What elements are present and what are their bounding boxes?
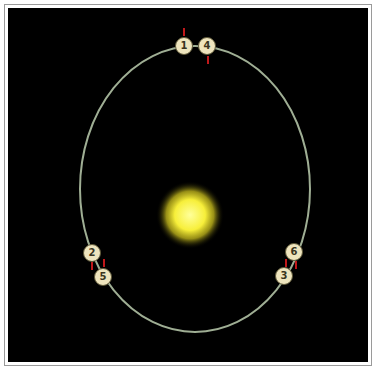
planet-marker: 4 bbox=[198, 37, 216, 55]
position-number: 2 bbox=[89, 248, 96, 258]
tick bbox=[285, 259, 287, 267]
planet-marker: 2 bbox=[83, 244, 101, 262]
position-number: 5 bbox=[100, 272, 107, 282]
planet-marker: 6 bbox=[285, 243, 303, 261]
position-number: 3 bbox=[281, 271, 288, 281]
orbit bbox=[80, 46, 310, 332]
position-number: 4 bbox=[204, 41, 211, 51]
planet-marker: 3 bbox=[275, 267, 293, 285]
tick bbox=[295, 261, 297, 269]
space-ground bbox=[8, 8, 368, 362]
tick bbox=[103, 259, 105, 267]
tick bbox=[183, 28, 185, 36]
tick bbox=[91, 262, 93, 270]
sun bbox=[156, 181, 224, 249]
position-number: 6 bbox=[291, 247, 298, 257]
red-ticks bbox=[92, 28, 296, 270]
frame bbox=[5, 5, 372, 366]
planet-marker: 5 bbox=[94, 268, 112, 286]
position-number: 1 bbox=[181, 41, 188, 51]
tick bbox=[207, 56, 209, 64]
planet-marker: 1 bbox=[175, 37, 193, 55]
